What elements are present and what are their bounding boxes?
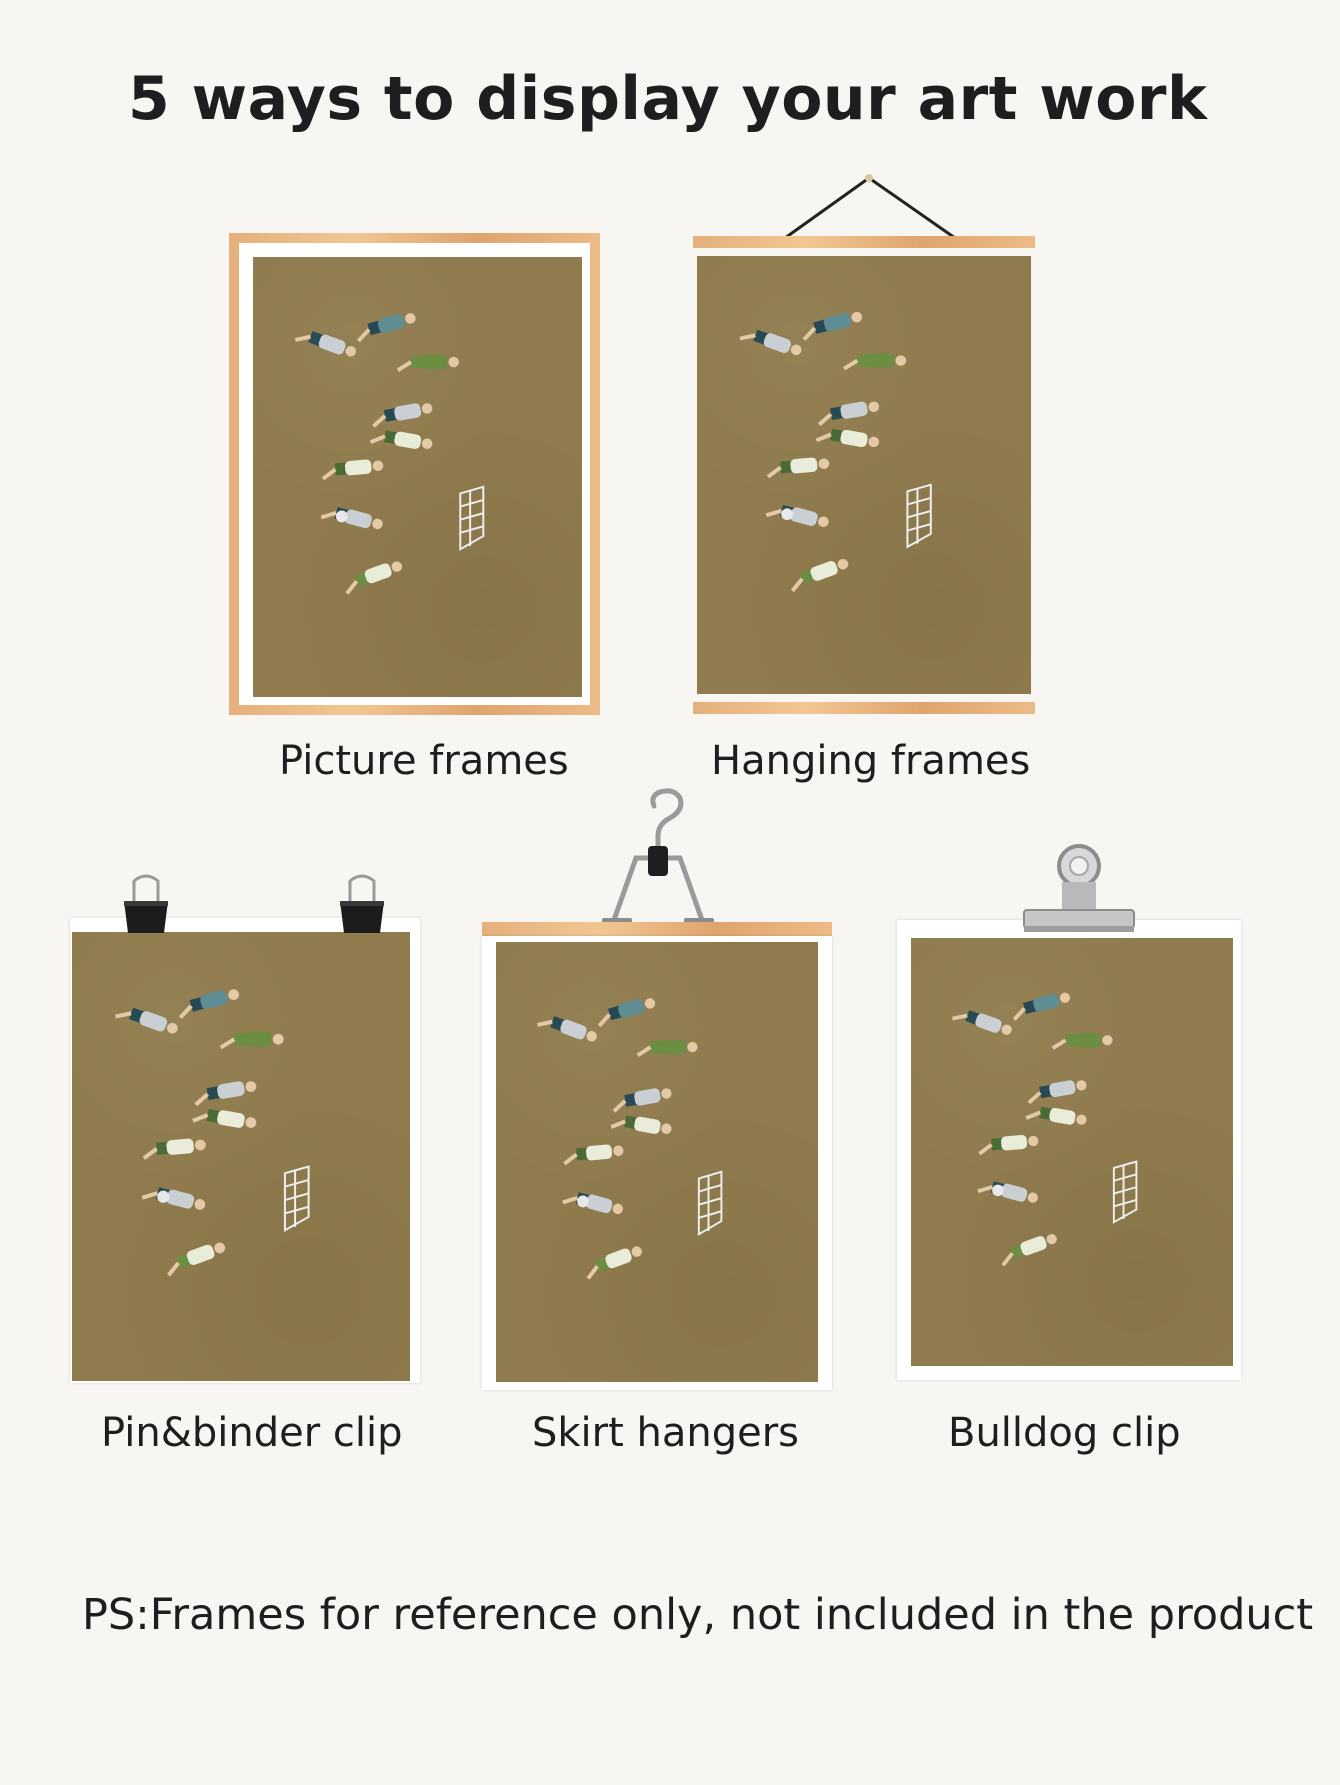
soccer-artwork	[72, 932, 410, 1381]
player-figure	[396, 354, 459, 372]
soccer-artwork	[911, 938, 1233, 1366]
goal-net	[459, 485, 485, 551]
ball	[577, 1195, 589, 1208]
hanging-frame	[693, 236, 1035, 716]
player-figure	[345, 561, 403, 595]
player-figure	[562, 1192, 623, 1215]
player-figure	[1001, 1234, 1057, 1267]
player-figure	[952, 1010, 1012, 1035]
player-figure	[194, 1081, 257, 1107]
player-figure	[790, 558, 849, 593]
player-figure	[612, 1088, 672, 1113]
soccer-artwork	[496, 942, 818, 1382]
player-figure	[586, 1246, 642, 1280]
player-figure	[563, 1144, 624, 1166]
player-figure	[842, 353, 907, 371]
player-figure	[978, 1134, 1039, 1156]
player-figure	[1012, 992, 1071, 1021]
method-label-picture-frames: Picture frames	[279, 738, 569, 784]
player-figure	[977, 1181, 1038, 1203]
pin-binder-print	[70, 918, 420, 1383]
bulldog-clip-icon	[1023, 844, 1135, 932]
player-figure	[369, 430, 433, 449]
player-figure	[141, 1187, 206, 1210]
player-figure	[765, 505, 829, 527]
ball	[992, 1184, 1004, 1197]
method-label-hanging-frames: Hanging frames	[711, 738, 1031, 784]
hanger-top-bar	[693, 236, 1035, 248]
player-figure	[766, 457, 830, 479]
ball	[781, 508, 794, 521]
player-figure	[166, 1242, 226, 1277]
player-figure	[294, 331, 356, 357]
player-figure	[537, 1016, 597, 1042]
player-figure	[219, 1031, 284, 1050]
method-label-bulldog-clip: Bulldog clip	[948, 1410, 1181, 1456]
player-figure	[1025, 1106, 1087, 1125]
footnote: PS:Frames for reference only, not includ…	[82, 1590, 1314, 1640]
soccer-artwork	[697, 256, 1031, 694]
player-figure	[192, 1109, 257, 1128]
bulldog-clip-print	[897, 920, 1241, 1380]
goal-net	[283, 1165, 310, 1232]
player-figure	[815, 428, 880, 448]
skirt-hanger-icon	[602, 788, 714, 926]
binder-clip-icon	[124, 874, 168, 933]
player-figure	[739, 329, 802, 356]
player-figure	[320, 507, 383, 530]
ball	[157, 1190, 170, 1203]
player-figure	[1051, 1033, 1113, 1050]
player-figure	[1027, 1080, 1087, 1105]
player-figure	[597, 998, 656, 1028]
player-figure	[178, 989, 240, 1019]
ball	[335, 510, 348, 523]
player-figure	[610, 1115, 672, 1134]
method-label-skirt-hangers: Skirt hangers	[532, 1410, 800, 1456]
hanger-top-bar	[482, 922, 832, 936]
soccer-artwork	[253, 257, 582, 697]
player-figure	[636, 1039, 698, 1057]
binder-clip-icon	[340, 874, 384, 933]
goal-net	[697, 1170, 723, 1236]
picture-frame	[229, 233, 600, 715]
hanging-string-icon	[784, 174, 956, 240]
player-figure	[372, 403, 433, 428]
player-figure	[357, 313, 416, 343]
goal-net	[906, 483, 932, 549]
skirt-hanger-print	[482, 922, 832, 1390]
player-figure	[142, 1138, 206, 1160]
goal-net	[1112, 1160, 1138, 1224]
page-title: 5 ways to display your art work	[128, 64, 1208, 134]
method-label-pin-binder-clip: Pin&binder clip	[101, 1410, 403, 1456]
hanger-bottom-bar	[693, 702, 1035, 714]
player-figure	[321, 459, 384, 481]
player-figure	[817, 401, 880, 426]
player-figure	[802, 311, 863, 341]
player-figure	[115, 1007, 178, 1034]
